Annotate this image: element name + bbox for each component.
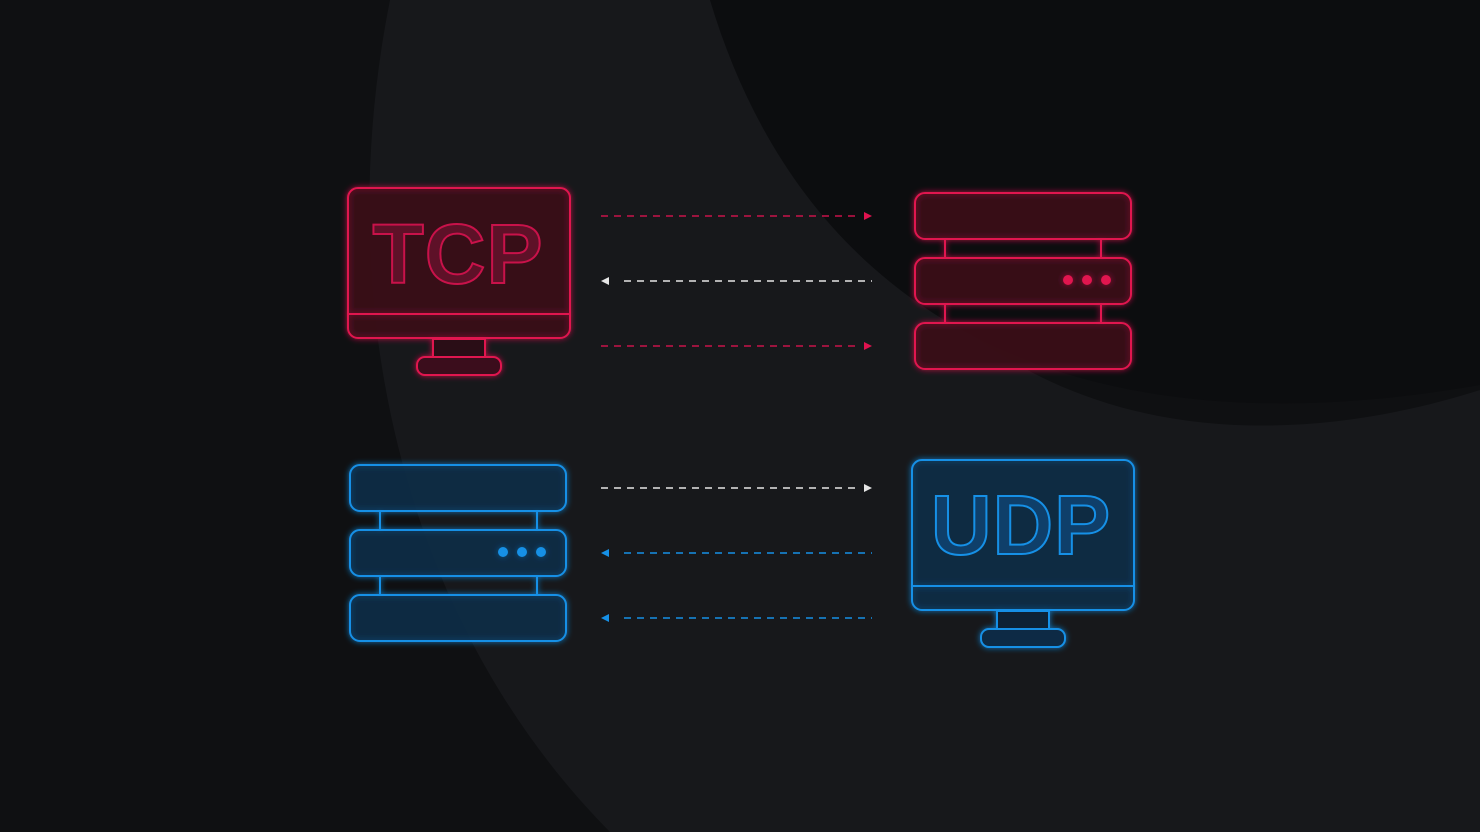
tcp-arrow-1 (601, 212, 872, 220)
background-curve-light (369, 0, 1480, 832)
tcp-server-rack-icon (914, 192, 1132, 370)
tcp-arrow-3 (601, 342, 872, 350)
udp-arrow-3 (601, 614, 872, 622)
tcp-arrow-2 (601, 277, 872, 285)
udp-monitor-icon (911, 459, 1135, 648)
udp-arrow-1 (601, 484, 872, 492)
udp-arrow-2 (601, 549, 872, 557)
udp-label: UDP (931, 478, 1111, 572)
tcp-label: TCP (373, 207, 544, 301)
udp-server-rack-icon (349, 464, 567, 642)
tcp-monitor-icon (347, 187, 571, 376)
udp-section: UDP (349, 459, 1135, 648)
tcp-section: TCP (347, 187, 1132, 376)
